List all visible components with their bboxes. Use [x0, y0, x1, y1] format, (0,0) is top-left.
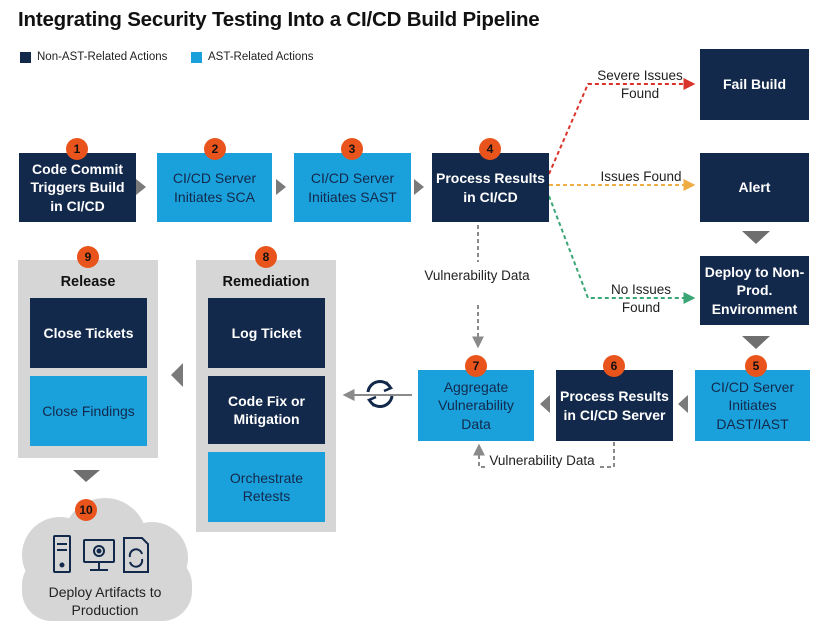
- badge-step-8: 8: [255, 246, 277, 268]
- badge-step-5: 5: [745, 355, 767, 377]
- orchestrate-retests-label: Orchestrate Retests: [229, 469, 304, 504]
- label-no-issues: No Issues Found: [610, 282, 672, 315]
- badge-step-7: 7: [465, 355, 487, 377]
- badge-step-3: 3: [341, 138, 363, 160]
- chevron-8-9: [171, 363, 183, 387]
- close-tickets-label: Close Tickets: [43, 324, 134, 341]
- deploy-non-prod-label: Deploy to Non-Prod. Environment: [704, 264, 805, 317]
- label-severe-issues: Severe Issues Found: [597, 68, 683, 101]
- legend-label-ast: AST-Related Actions: [208, 51, 314, 63]
- step-6-label: Process Results in CI/CD Server: [560, 388, 669, 423]
- release-close-findings: Close Findings: [30, 376, 147, 446]
- server-icon: [53, 535, 71, 573]
- chevron-1-2: [136, 179, 146, 195]
- badge-step-4: 4: [479, 138, 501, 160]
- outcome-alert: Alert: [700, 153, 809, 222]
- legend-label-non-ast: Non-AST-Related Actions: [37, 51, 168, 63]
- step-10-label: Deploy Artifacts to Production: [48, 584, 162, 618]
- code-fix-label: Code Fix or Mitigation: [227, 392, 305, 427]
- legend-swatch-dark: [20, 51, 31, 63]
- fail-build-label: Fail Build: [723, 76, 786, 93]
- monitor-gear-icon: [83, 539, 115, 571]
- badge-step-2: 2: [204, 138, 226, 160]
- down-9-10: [73, 470, 100, 482]
- step-2-sca: CI/CD Server Initiates SCA: [157, 153, 272, 222]
- refresh-cycle-icon: [366, 380, 394, 408]
- badge-step-10: 10: [75, 499, 97, 521]
- refresh-document-icon: [123, 537, 149, 573]
- step-4-label: Process Results in CI/CD: [436, 170, 545, 205]
- step-1-code-commit: Code Commit Triggers Build in CI/CD: [19, 153, 136, 222]
- release-close-tickets: Close Tickets: [30, 298, 147, 368]
- down-deploy-5: [742, 336, 770, 349]
- outcome-fail-build: Fail Build: [700, 49, 809, 120]
- step-5-label: CI/CD Server Initiates DAST/IAST: [710, 379, 795, 432]
- close-findings-label: Close Findings: [42, 402, 135, 419]
- step-2-label: CI/CD Server Initiates SCA: [172, 170, 257, 205]
- legend-ast: AST-Related Actions: [191, 51, 313, 63]
- release-title: Release: [60, 274, 116, 290]
- legend-non-ast: Non-AST-Related Actions: [20, 51, 167, 63]
- chevron-3-4: [414, 179, 424, 195]
- chevron-2-3: [276, 179, 286, 195]
- badge-step-6: 6: [603, 355, 625, 377]
- step-3-label: CI/CD Server Initiates SAST: [308, 170, 397, 205]
- step-6-process-results-server: Process Results in CI/CD Server: [556, 370, 673, 441]
- arrow-no-issues: [548, 195, 696, 304]
- chevron-5-6: [678, 395, 688, 413]
- step-7-label: Aggregate Vulnerability Data: [438, 379, 514, 432]
- down-alert-deploy: [742, 231, 770, 244]
- label-issues-found: Issues Found: [600, 169, 682, 184]
- remediation-log-ticket: Log Ticket: [208, 298, 325, 368]
- legend-swatch-light: [191, 51, 202, 63]
- page-title: Integrating Security Testing Into a CI/C…: [18, 8, 540, 31]
- badge-step-9: 9: [77, 246, 99, 268]
- step-5-dast-iast: CI/CD Server Initiates DAST/IAST: [695, 370, 810, 441]
- outcome-deploy-non-prod: Deploy to Non-Prod. Environment: [700, 256, 809, 325]
- remediation-code-fix: Code Fix or Mitigation: [208, 376, 325, 444]
- alert-label: Alert: [738, 179, 771, 196]
- step-1-label: Code Commit Triggers Build in CI/CD: [30, 161, 125, 214]
- step-7-aggregate: Aggregate Vulnerability Data: [418, 370, 534, 441]
- chevron-6-7: [540, 395, 550, 413]
- remediation-title: Remediation: [222, 274, 310, 290]
- log-ticket-label: Log Ticket: [231, 324, 302, 341]
- step-4-process-results: Process Results in CI/CD: [432, 153, 549, 222]
- label-vulnerability-data-down: Vulnerability Data: [424, 268, 530, 283]
- remediation-orchestrate-retests: Orchestrate Retests: [208, 452, 325, 522]
- label-vulnerability-data-bottom: Vulnerability Data: [486, 452, 598, 470]
- badge-step-1: 1: [66, 138, 88, 160]
- arrow-severe: [548, 78, 696, 175]
- step-3-sast: CI/CD Server Initiates SAST: [294, 153, 411, 222]
